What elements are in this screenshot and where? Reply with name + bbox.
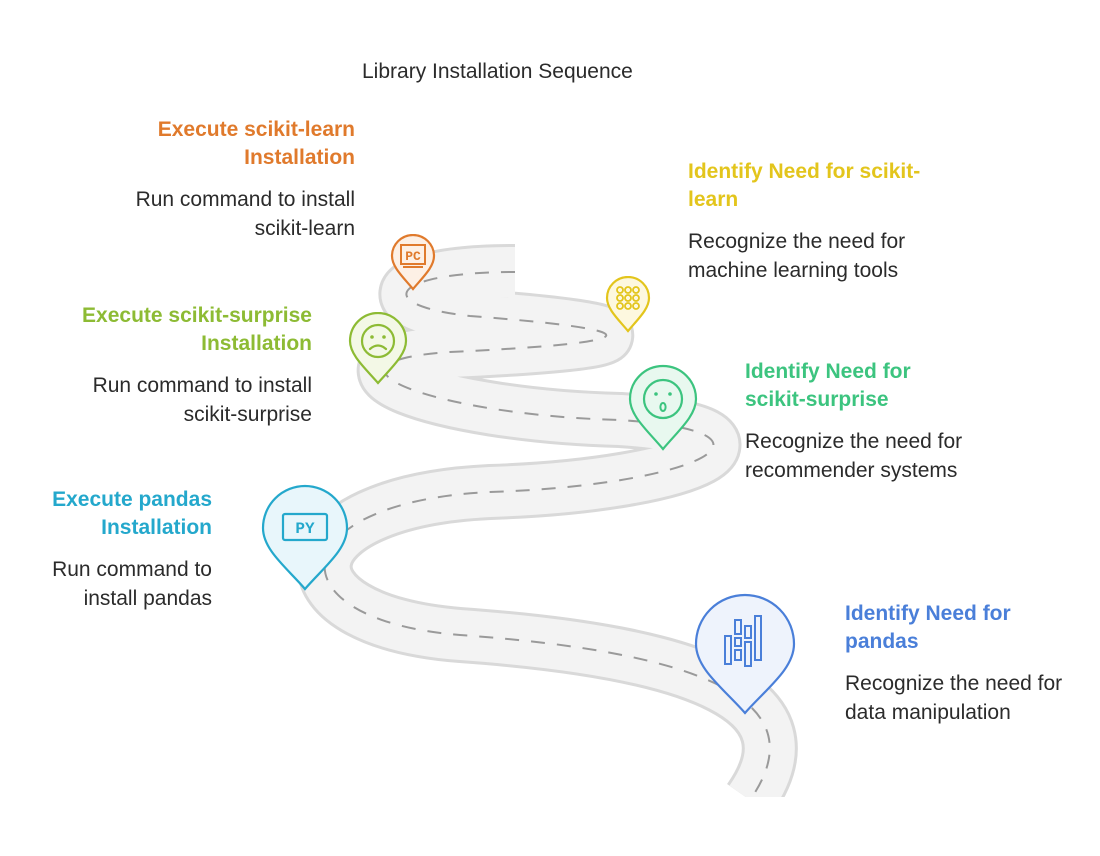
step-heading: Execute scikit-learn Installation	[157, 118, 355, 169]
step-execute-pandas: Execute pandas Installation Run command …	[12, 486, 212, 613]
step-description: Run command to install scikit-surprise	[92, 374, 312, 426]
step-identify-scikit-learn: Identify Need for scikit-learn Recognize…	[688, 158, 928, 285]
step-identify-scikit-surprise: Identify Need for scikit-surprise Recogn…	[745, 358, 975, 485]
step-heading: Identify Need for scikit-surprise	[745, 360, 911, 411]
step-heading: Execute pandas Installation	[52, 488, 212, 539]
step-heading: Execute scikit-surprise Installation	[82, 304, 312, 355]
step-heading: Identify Need for pandas	[845, 602, 1011, 653]
step-description: Run command to install pandas	[52, 558, 212, 610]
step-execute-scikit-learn: Execute scikit-learn Installation Run co…	[95, 116, 355, 243]
pc-icon: PC	[390, 234, 436, 291]
step-description: Run command to install scikit-learn	[135, 188, 355, 240]
diagram-title: Library Installation Sequence	[362, 60, 633, 83]
step-description: Recognize the need for machine learning …	[688, 230, 906, 282]
step-description: Recognize the need for data manipulation	[845, 672, 1063, 724]
py-icon-label: PY	[295, 520, 315, 538]
step-description: Recognize the need for recommender syste…	[745, 430, 963, 482]
step-execute-scikit-surprise: Execute scikit-surprise Installation Run…	[72, 302, 312, 429]
surprised-face-icon	[628, 364, 698, 451]
py-icon: PY	[261, 484, 349, 591]
step-identify-pandas: Identify Need for pandas Recognize the n…	[845, 600, 1075, 727]
pc-icon-label: PC	[405, 249, 421, 264]
frown-face-icon	[348, 312, 408, 385]
data-bars-icon	[694, 593, 796, 715]
grid-dots-icon	[605, 276, 651, 333]
step-heading: Identify Need for scikit-learn	[688, 160, 921, 211]
